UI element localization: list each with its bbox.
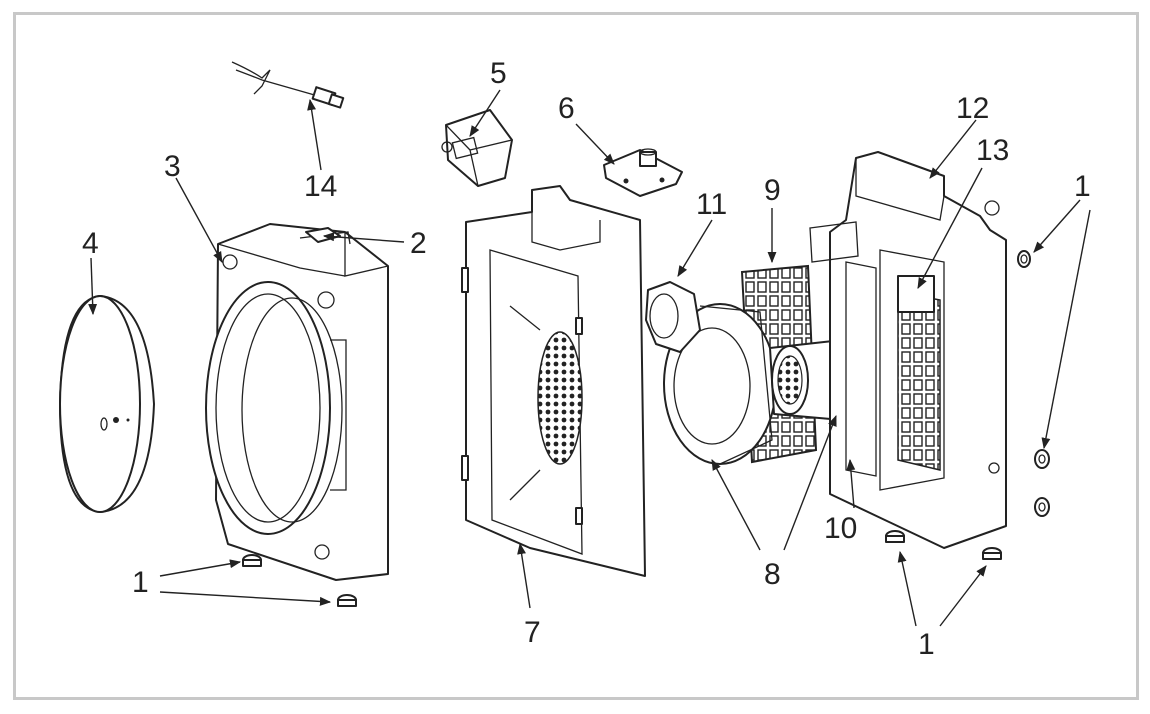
callout-1-right: 1 <box>1074 170 1091 203</box>
leader-lines <box>88 89 1091 627</box>
foot-right-mid <box>1034 449 1050 469</box>
diagram-frame <box>13 12 1139 700</box>
motor-cap <box>645 281 701 353</box>
foot-bottom-left <box>885 530 905 543</box>
callout-9: 9 <box>764 174 781 207</box>
callout-6: 6 <box>558 92 575 125</box>
callout-14: 14 <box>304 170 337 203</box>
callout-10: 10 <box>824 512 857 545</box>
foot-left-upper <box>242 554 262 567</box>
callout-4: 4 <box>82 227 99 260</box>
callout-labels: 14 5 6 3 4 2 11 9 12 13 1 10 8 7 1 1 <box>82 57 1091 661</box>
callout-5: 5 <box>490 57 507 90</box>
rear-housing <box>809 151 1007 549</box>
foot-bottom-right <box>982 547 1002 560</box>
foot-right-top <box>1017 250 1031 268</box>
callout-2: 2 <box>410 227 427 260</box>
callout-3: 3 <box>164 150 181 183</box>
rubber-feet <box>242 250 1050 607</box>
foot-right-low <box>1034 497 1050 517</box>
callout-7: 7 <box>524 616 541 649</box>
round-cover-disc <box>59 295 155 513</box>
callout-8: 8 <box>764 558 781 591</box>
callout-1-left: 1 <box>132 566 149 599</box>
control-board <box>441 109 513 187</box>
foot-left-lower <box>337 594 357 607</box>
middle-frame <box>461 185 646 577</box>
callout-12: 12 <box>956 92 989 125</box>
mount-plate <box>603 148 683 197</box>
callout-1-bottom: 1 <box>918 628 935 661</box>
power-cable <box>231 61 345 109</box>
callout-11: 11 <box>696 188 727 221</box>
front-housing <box>205 223 389 581</box>
callout-13: 13 <box>976 134 1009 167</box>
